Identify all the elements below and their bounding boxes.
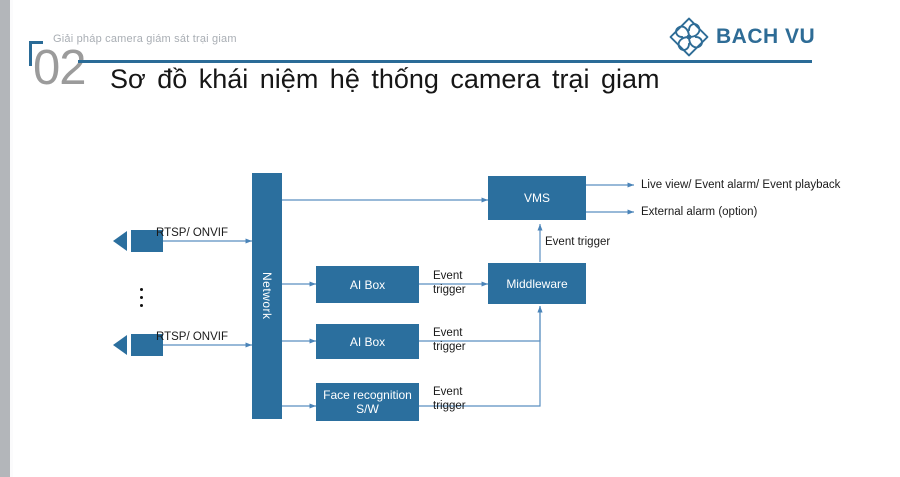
label-middleware-event-trigger: Event trigger	[545, 236, 611, 248]
left-edge-band	[0, 0, 10, 477]
brand-logo: BACH VU	[668, 16, 815, 58]
label-aibox1-event-trigger: Event trigger	[433, 270, 466, 296]
section-number: 02	[33, 41, 87, 95]
header-rule	[78, 60, 812, 63]
camera-list-ellipsis	[134, 283, 148, 312]
header-kicker: Giải pháp camera giám sát trại giam	[53, 33, 237, 45]
label-camera1-protocol: RTSP/ ONVIF	[156, 227, 228, 239]
camera-1-lens-icon	[113, 231, 127, 251]
camera-2-body-icon	[131, 334, 163, 356]
label-aibox2-event-trigger: Event trigger	[433, 327, 466, 353]
label-face-event-trigger: Event trigger	[433, 386, 466, 412]
node-ai-box-1[interactable]: AI Box	[316, 266, 419, 303]
node-middleware[interactable]: Middleware	[488, 263, 586, 304]
node-vms[interactable]: VMS	[488, 176, 586, 220]
brand-logo-text: BACH VU	[716, 25, 816, 48]
label-camera2-protocol: RTSP/ ONVIF	[156, 331, 228, 343]
node-ai-box-2[interactable]: AI Box	[316, 324, 419, 359]
output-external-alarm: External alarm (option)	[641, 206, 758, 218]
camera-1-body-icon	[131, 230, 163, 252]
logo-center-dot	[686, 34, 692, 40]
node-face-recognition[interactable]: Face recognition S/W	[316, 383, 419, 421]
camera-2-lens-icon	[113, 335, 127, 355]
page-title: Sơ đồ khái niệm hệ thống camera trại gia…	[110, 64, 660, 94]
header-bracket-mark	[29, 41, 43, 66]
bachvu-pinwheel-logo-icon	[669, 17, 709, 57]
node-network[interactable]: Network	[252, 173, 282, 419]
output-live-view: Live view/ Event alarm/ Event playback	[641, 179, 841, 191]
left-edge-band-highlight	[10, 0, 13, 477]
